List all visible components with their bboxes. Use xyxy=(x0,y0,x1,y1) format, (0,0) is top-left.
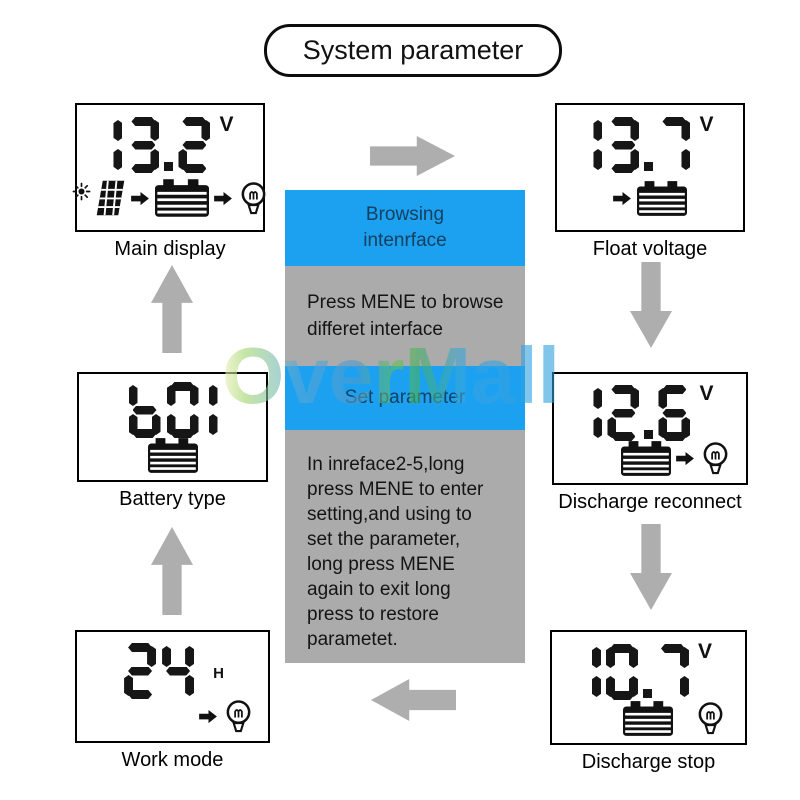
page-title: System parameter xyxy=(264,24,562,77)
panel-group-discharge-stop: V Discharge stop xyxy=(550,630,747,774)
page-title-text: System parameter xyxy=(302,35,524,65)
panel-label-discharge-reconnect: Discharge reconnect xyxy=(558,491,742,513)
flow-arrow-up-left-2 xyxy=(151,527,193,615)
lcd-battery-type xyxy=(77,372,268,482)
lcd-value-row: V xyxy=(557,105,743,173)
bulb-icon xyxy=(223,699,254,734)
lcd-unit-volts: V xyxy=(699,113,714,136)
lcd-value-row: V xyxy=(77,105,263,173)
lcd-unit-hours: H xyxy=(213,665,224,682)
flow-arrow-left-bottom xyxy=(371,679,456,721)
lcd-value-row: V xyxy=(554,374,746,441)
flow-arrow-up-left-1 xyxy=(151,265,193,353)
lcd-value xyxy=(586,382,693,441)
battery-icon xyxy=(621,441,671,476)
set-parameter-label: Set parameter xyxy=(344,387,466,408)
set-instruction-text: In inreface2-5,long press MENE to enter … xyxy=(307,454,484,650)
lcd-icon-row xyxy=(557,173,743,230)
lcd-discharge-reconnect: V xyxy=(552,372,748,485)
browsing-interface-label: Browsing intenrface xyxy=(363,204,447,251)
panel-group-work-mode: H Work mode xyxy=(75,630,270,772)
lcd-icon-row xyxy=(552,700,745,743)
panel-label-work-mode: Work mode xyxy=(121,749,224,771)
sun-icon xyxy=(72,182,91,201)
flow-box-browsing-interface: Browsing intenrface xyxy=(285,190,525,266)
battery-icon xyxy=(147,438,198,473)
lcd-work-mode: H xyxy=(75,630,270,743)
lcd-value-row xyxy=(79,374,266,438)
panel-label-float-voltage: Float voltage xyxy=(592,238,708,260)
lcd-discharge-stop: V xyxy=(550,630,747,745)
lcd-value xyxy=(126,382,220,438)
lcd-value-row: V xyxy=(552,632,745,700)
lcd-icon-row xyxy=(554,441,746,483)
flow-arrow-right-top xyxy=(370,136,455,176)
panel-group-main-display: V Main display xyxy=(72,103,265,261)
solar-panel-icon xyxy=(95,178,126,218)
panel-group-battery-type: Battery type xyxy=(77,372,268,511)
bulb-icon xyxy=(700,441,731,476)
bulb-icon xyxy=(695,701,726,736)
battery-icon xyxy=(637,180,687,216)
arrow-right-icon xyxy=(676,451,695,466)
arrow-right-icon xyxy=(213,191,233,206)
lcd-value xyxy=(585,640,692,700)
lcd-main-display: V xyxy=(72,103,265,232)
flow-box-set-parameter: Set parameter xyxy=(285,366,525,430)
flow-box-browse-instruction: Press MENE to browse differet interface xyxy=(285,266,525,366)
battery-icon xyxy=(154,179,209,217)
lcd-value xyxy=(121,640,197,699)
lcd-icon-row xyxy=(72,173,265,230)
lcd-value xyxy=(586,113,693,173)
lcd-unit-volts: V xyxy=(697,640,712,663)
lcd-icon-row xyxy=(79,438,266,480)
lcd-unit-volts: V xyxy=(699,382,714,405)
panel-group-discharge-reconnect: V Discharge reconnect xyxy=(552,372,748,514)
panel-label-battery-type: Battery type xyxy=(119,488,226,510)
panel-label-discharge-stop: Discharge stop xyxy=(581,751,716,773)
lcd-icon-row xyxy=(77,699,268,741)
lcd-value-row: H xyxy=(77,632,268,699)
lcd-value xyxy=(106,113,213,173)
panel-label-main-display: Main display xyxy=(114,238,226,260)
arrow-right-icon xyxy=(613,191,632,206)
flow-box-set-instruction: In inreface2-5,long press MENE to enter … xyxy=(285,430,525,663)
flow-arrow-down-right-2 xyxy=(630,524,672,610)
lcd-float-voltage: V xyxy=(555,103,745,232)
panel-group-float-voltage: V Float voltage xyxy=(555,103,745,261)
arrow-right-icon xyxy=(130,191,150,206)
lcd-unit-volts: V xyxy=(219,113,234,136)
arrow-right-icon xyxy=(199,709,218,724)
bulb-icon xyxy=(238,181,269,216)
flow-arrow-down-right-1 xyxy=(630,262,672,348)
battery-icon xyxy=(623,700,673,736)
browse-instruction-text: Press MENE to browse differet interface xyxy=(307,292,504,340)
